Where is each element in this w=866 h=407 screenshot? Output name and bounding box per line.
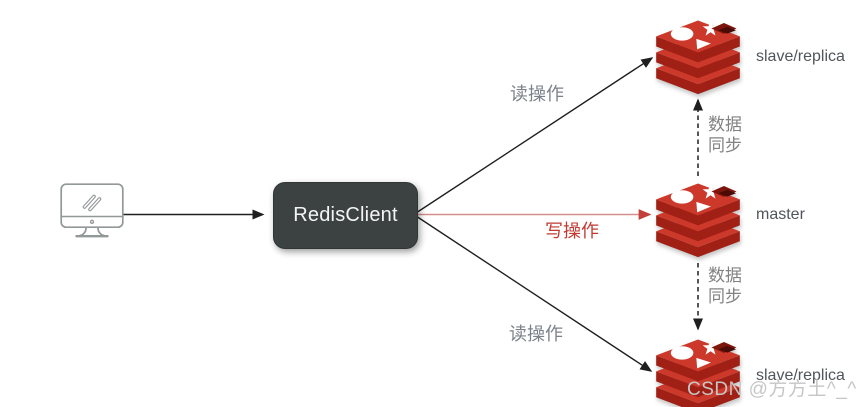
node-redis-client: RedisClient (273, 182, 418, 249)
edge-label-sync-top: 数据 同步 (708, 115, 742, 155)
node-label-master: master (756, 206, 805, 223)
computer-monitor-icon (60, 183, 124, 238)
edge-label-sync-bottom: 数据 同步 (708, 266, 742, 306)
redis-database-icon (652, 176, 744, 263)
edge-label-read-bottom: 读操作 (509, 324, 563, 344)
screen-shine-icon (82, 194, 102, 212)
edge-label-read-top: 读操作 (510, 84, 564, 104)
node-label-slave-top: slave/replica (756, 48, 845, 65)
arrow-read-top (415, 57, 654, 214)
node-label-slave-bottom: slave/replica (756, 367, 845, 384)
edge-label-write: 写操作 (545, 221, 599, 241)
arrow-read-bottom (415, 215, 653, 372)
redis-database-icon (652, 13, 744, 100)
redis-client-label: RedisClient (293, 204, 398, 226)
csdn-watermark: CSDN @方方土^_^ (687, 379, 857, 400)
